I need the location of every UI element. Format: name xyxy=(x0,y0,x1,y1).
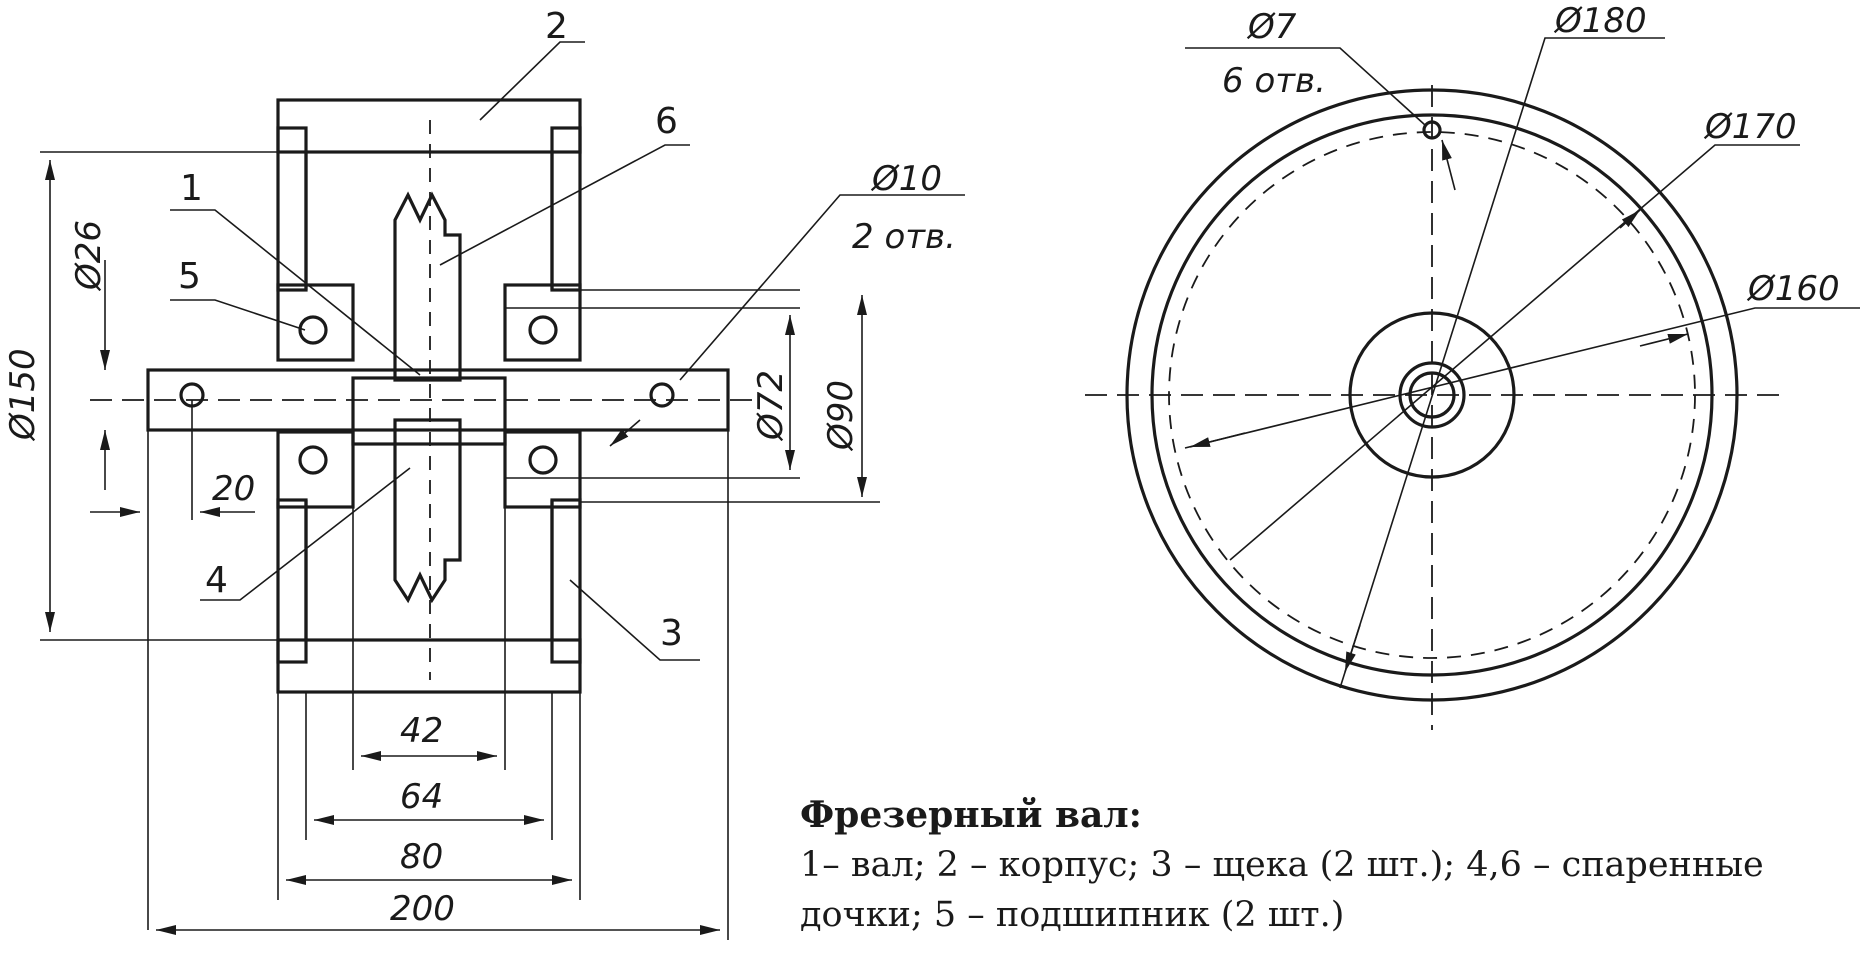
dim-d10-count: 2 отв. xyxy=(852,217,956,257)
shaft xyxy=(146,368,730,432)
pulley-lower xyxy=(393,418,462,604)
part-label-4: 4 xyxy=(205,560,228,601)
shaft-hole-right xyxy=(649,382,675,408)
dim-d180: Ø180 xyxy=(1553,1,1647,41)
dim-len42: 42 xyxy=(400,711,443,751)
part-label-6: 6 xyxy=(655,101,678,142)
figure-caption: Фрезерный вал: 1– вал; 2 – корпус; 3 – щ… xyxy=(800,790,1860,940)
part-label-5: 5 xyxy=(178,256,201,297)
part-label-2: 2 xyxy=(545,6,568,47)
dim-d7: Ø7 xyxy=(1246,7,1297,47)
dim-d170: Ø170 xyxy=(1703,107,1797,147)
bearing-ball xyxy=(298,445,328,475)
dim-len80: 80 xyxy=(400,837,443,877)
cheek-left-lower xyxy=(276,498,308,664)
dim-len200: 200 xyxy=(390,889,455,929)
dim-d72: Ø72 xyxy=(751,370,791,442)
bearing-ball xyxy=(298,315,328,345)
bearing-left-bottom xyxy=(276,430,355,509)
dim-d90: Ø90 xyxy=(821,380,861,452)
part-label-3: 3 xyxy=(660,613,683,654)
caption-title: Фрезерный вал: xyxy=(800,794,1142,836)
dim-d7-count: 6 отв. xyxy=(1222,61,1326,101)
bearing-ball xyxy=(528,445,558,475)
dim-d160: Ø160 xyxy=(1746,269,1840,309)
caption-line-2: дочки; 5 – подшипник (2 шт.) xyxy=(800,895,1345,935)
front-view: Ø7 6 отв. Ø180 Ø170 Ø160 xyxy=(1085,1,1860,730)
bearing-left-top xyxy=(276,283,355,362)
side-section-view: 2 6 1 5 4 3 Ø150 Ø26 Ø10 2 отв. Ø72 Ø90 … xyxy=(3,6,965,940)
dim-d26: Ø26 xyxy=(69,220,109,292)
dim-len20: 20 xyxy=(212,469,255,509)
bearing-right-bottom xyxy=(503,430,582,509)
dim-d150: Ø150 xyxy=(3,348,43,442)
housing-bottom-section xyxy=(276,638,582,694)
shaft-hub xyxy=(351,376,507,446)
dim-len64: 64 xyxy=(400,777,443,817)
dim-d10: Ø10 xyxy=(870,159,942,199)
bearing-ball xyxy=(528,315,558,345)
caption-line-1: 1– вал; 2 – корпус; 3 – щека (2 шт.); 4,… xyxy=(800,845,1764,885)
part-label-1: 1 xyxy=(180,168,203,209)
pulley-upper xyxy=(393,191,462,382)
cheek-right-lower xyxy=(550,498,582,664)
housing-top-section xyxy=(276,98,582,154)
bearing-right-top xyxy=(503,283,582,362)
